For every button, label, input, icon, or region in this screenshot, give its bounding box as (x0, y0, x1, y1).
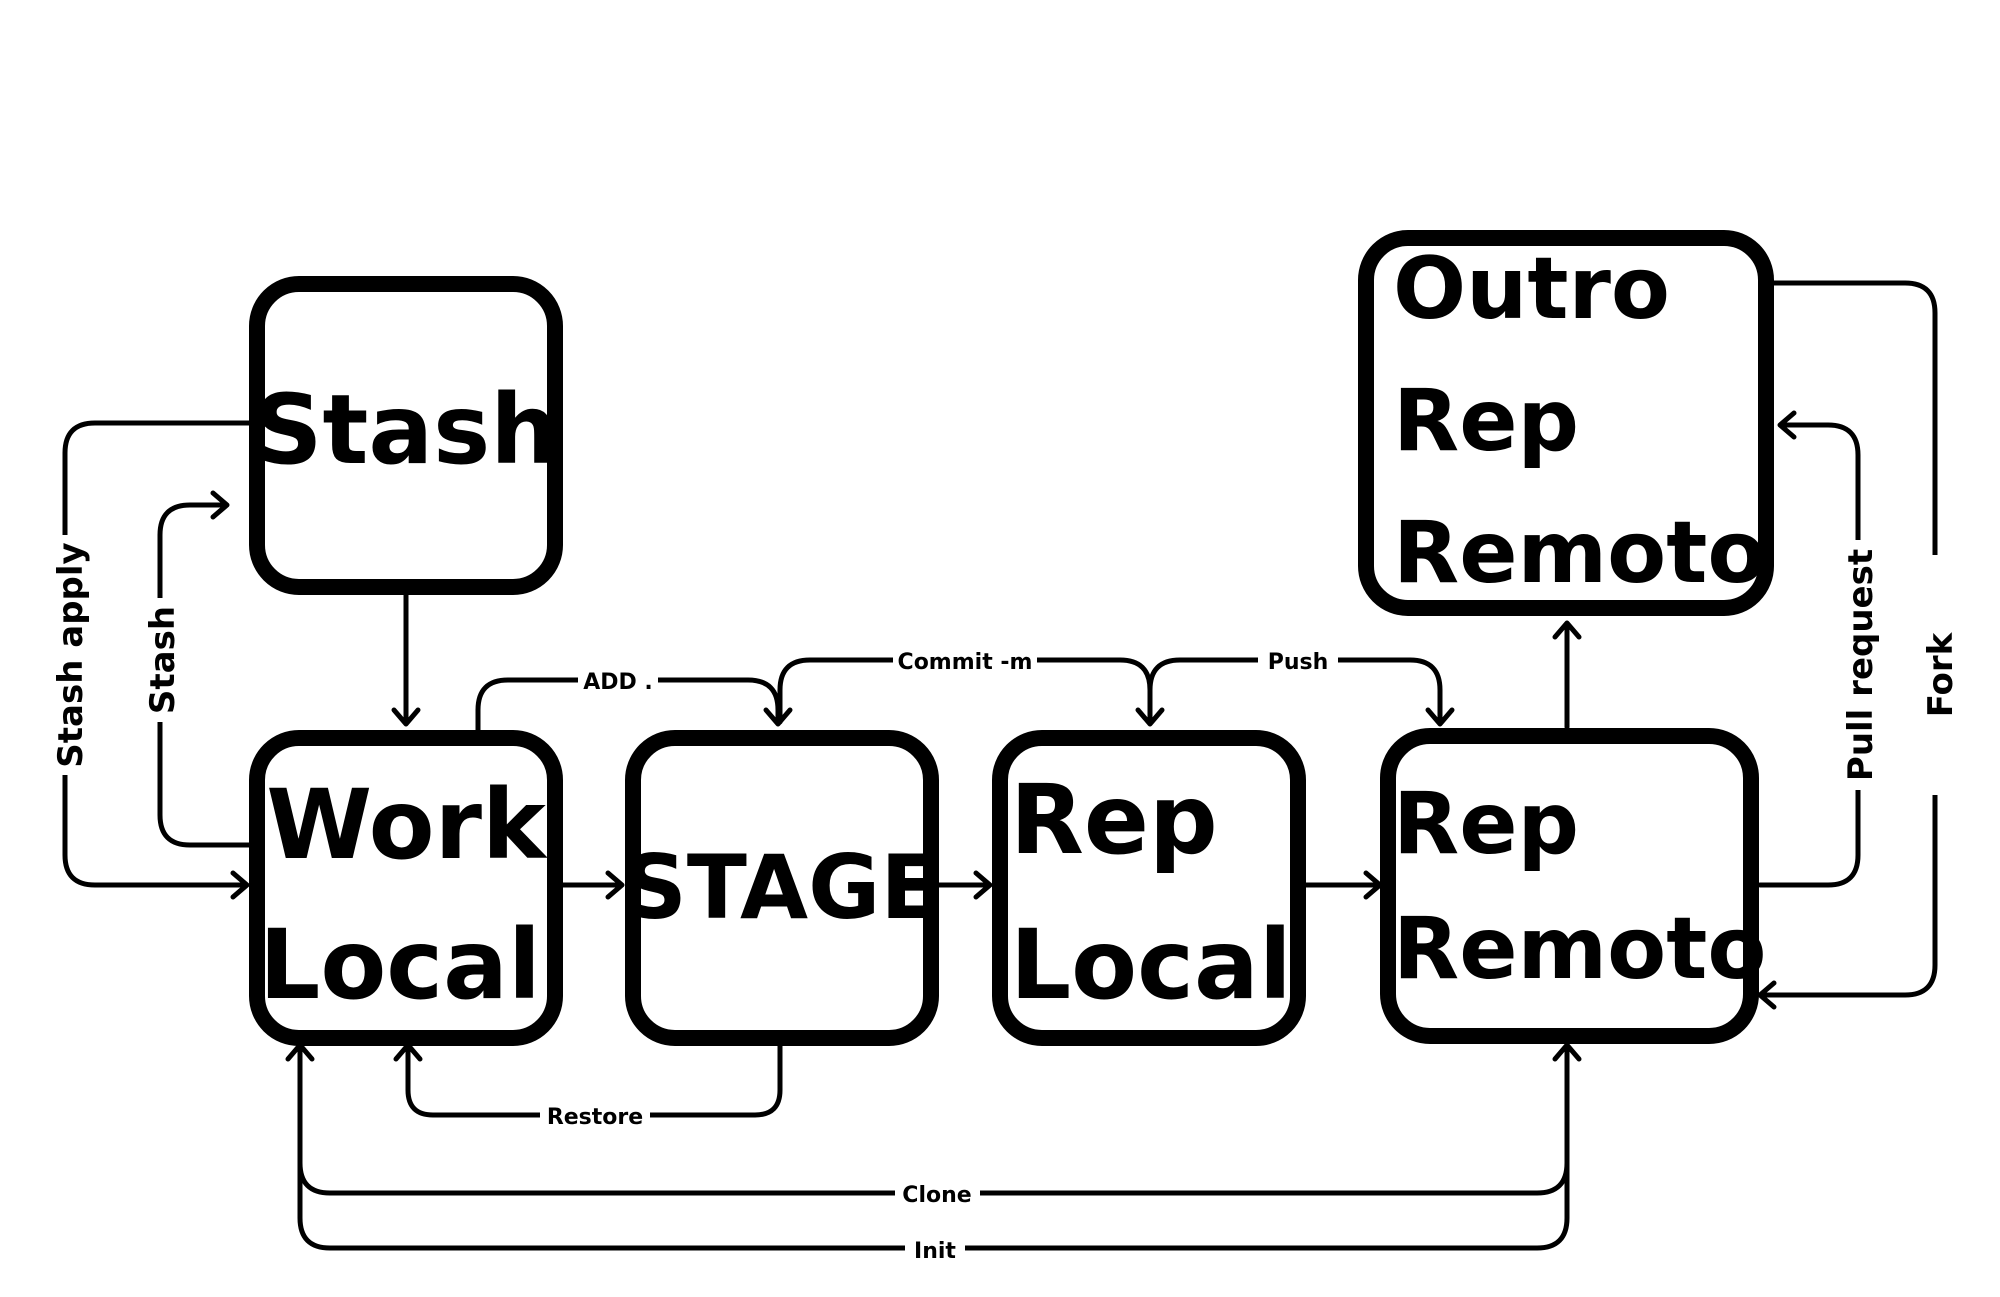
svg-text:Pull request: Pull request (1841, 549, 1881, 781)
arrowhead (1425, 707, 1455, 727)
node-rep-local: Rep Local (992, 730, 1306, 1046)
svg-text:ADD .: ADD . (583, 670, 653, 695)
edge-label-add: ADD . (578, 668, 658, 695)
svg-text:Init: Init (914, 1239, 956, 1264)
arrowhead (391, 707, 421, 727)
arrowhead (210, 490, 230, 520)
svg-text:Rep: Rep (1010, 764, 1218, 876)
svg-text:Stash: Stash (253, 374, 558, 486)
arrowhead (1552, 1042, 1582, 1062)
arrowhead (973, 870, 993, 900)
svg-text:Remoto: Remoto (1393, 899, 1766, 999)
edge-label-restore: Restore (540, 1102, 650, 1130)
svg-text:Commit -m: Commit -m (898, 650, 1033, 675)
svg-text:Rep: Rep (1393, 371, 1579, 471)
edge-label-stash-apply: Stash apply (46, 535, 91, 775)
arrowhead (1552, 620, 1582, 640)
svg-text:Push: Push (1268, 650, 1329, 675)
edge-label-push: Push (1258, 648, 1338, 675)
svg-text:Work: Work (266, 769, 548, 881)
svg-text:Clone: Clone (902, 1183, 971, 1208)
edge-clone (297, 1044, 1570, 1196)
edge-label-init: Init (905, 1235, 965, 1264)
edge-label-stash: Stash (138, 598, 183, 722)
edge-label-commit: Commit -m (893, 648, 1037, 675)
svg-text:Outro: Outro (1393, 239, 1670, 339)
node-rep-remoto: Rep Remoto (1380, 728, 1766, 1044)
arrowhead (605, 870, 625, 900)
svg-text:Rep: Rep (1393, 774, 1579, 874)
arrowhead (763, 707, 793, 727)
svg-text:Restore: Restore (547, 1105, 643, 1130)
edge-label-fork: Fork (1916, 555, 1961, 795)
svg-text:Local: Local (1010, 909, 1292, 1021)
node-work-local: Work Local (249, 730, 563, 1046)
svg-text:Local: Local (259, 909, 541, 1021)
node-stage: STAGE (623, 730, 941, 1046)
svg-text:Remoto: Remoto (1393, 503, 1766, 603)
edge-label-pull-request: Pull request (1836, 540, 1881, 790)
svg-text:Stash: Stash (143, 606, 183, 714)
svg-text:Fork: Fork (1921, 631, 1961, 717)
arrowhead (230, 870, 250, 900)
node-outro-rep-remoto: Outro Rep Remoto (1358, 230, 1774, 616)
node-stash: Stash (249, 276, 563, 595)
arrowhead (1757, 980, 1777, 1010)
arrowhead (1777, 410, 1797, 440)
svg-text:STAGE: STAGE (623, 836, 940, 939)
svg-text:Stash apply: Stash apply (51, 542, 91, 767)
edge-label-clone: Clone (895, 1180, 980, 1208)
